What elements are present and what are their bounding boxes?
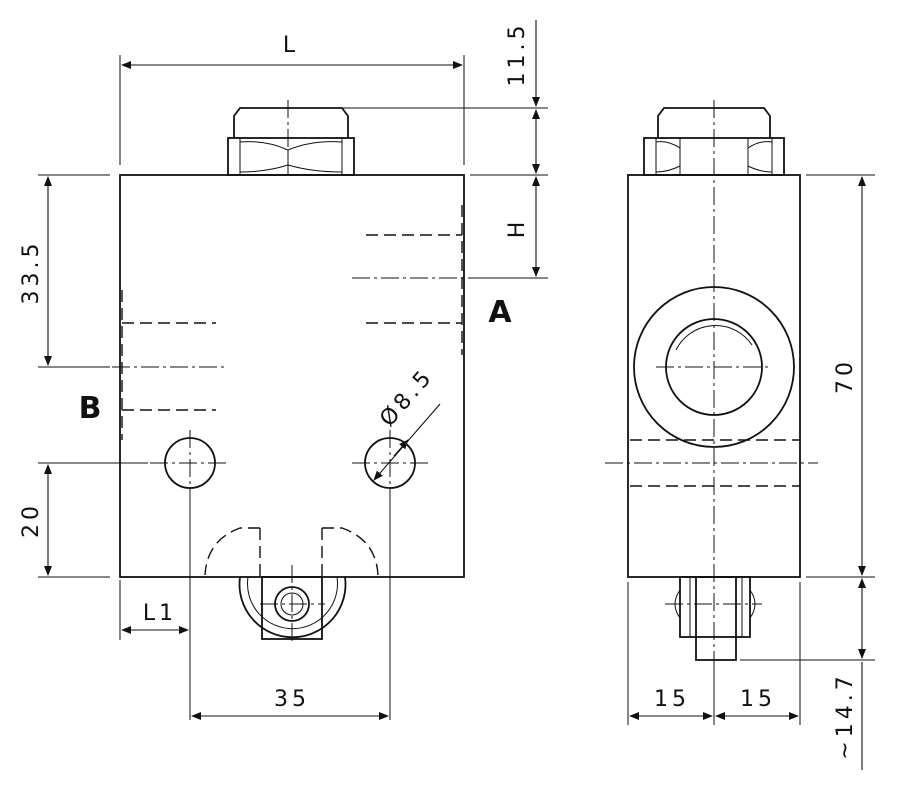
- dim-length-label: L: [283, 33, 299, 58]
- side-adjusting-screw: [665, 576, 762, 661]
- front-view: [112, 100, 476, 645]
- dim-hole-diameter-label: Ø8.5: [375, 364, 439, 432]
- dim-h-label: H: [505, 218, 530, 239]
- dim-first-hole-offset-label: L1: [143, 601, 177, 626]
- side-dimensions: 70 ~14.7 15 15: [627, 174, 875, 770]
- dim-cap-height-label: 11.5: [505, 22, 530, 87]
- front-hex-nut: [227, 137, 355, 176]
- dim-hole-spacing-label: 35: [274, 687, 310, 712]
- port-b-label: B: [79, 391, 102, 426]
- side-view: [605, 100, 818, 661]
- port-a-label: A: [488, 295, 512, 330]
- dim-half-width-right-label: 15: [740, 687, 776, 712]
- side-port-outer: [633, 286, 795, 448]
- dim-hole-offset-label: 20: [19, 502, 44, 538]
- front-dimensions: L 11.5 H 33.5 20 Ø8.5 L1 35: [19, 20, 548, 720]
- dim-stem-length-label: ~14.7: [833, 672, 858, 759]
- dim-body-height-label: 70: [833, 358, 858, 394]
- front-adjusting-screw: [238, 565, 347, 645]
- dim-port-b-offset-label: 33.5: [19, 240, 44, 305]
- dim-half-width-left-label: 15: [654, 687, 690, 712]
- front-cap: [233, 107, 349, 138]
